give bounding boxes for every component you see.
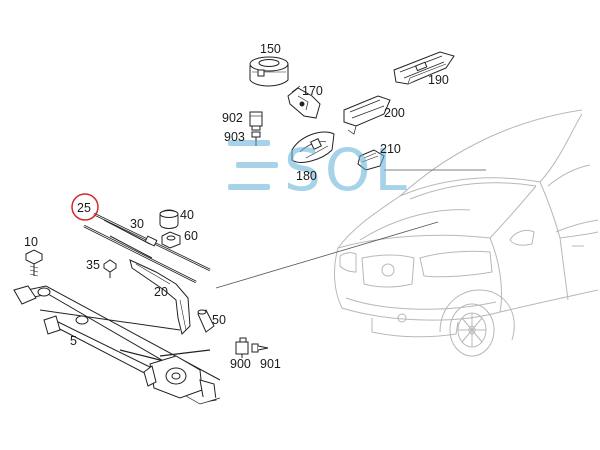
label-10: 10 [24, 235, 38, 249]
part-200-cover [343, 95, 391, 135]
part-190-cover [393, 51, 455, 85]
label-5: 5 [70, 334, 77, 348]
part-40-grommet [159, 209, 179, 229]
part-901-pin [251, 343, 269, 353]
label-210: 210 [380, 142, 401, 156]
part-170-bracket [287, 85, 321, 119]
part-60-nut [161, 231, 181, 249]
part-30-blade [93, 212, 211, 272]
label-60: 60 [184, 229, 198, 243]
highlight-ring [71, 193, 99, 221]
part-900-connector [235, 337, 249, 358]
part-10-bolt [25, 249, 43, 277]
label-40: 40 [180, 208, 194, 222]
part-25-blade [83, 224, 197, 284]
part-5-linkage [13, 285, 221, 405]
watermark-text: SOL [284, 136, 411, 204]
label-900: 900 [230, 357, 251, 371]
part-902-clip [249, 111, 263, 131]
label-50: 50 [212, 313, 226, 327]
label-30: 30 [130, 217, 144, 231]
part-210-block [357, 149, 385, 171]
label-180: 180 [296, 169, 317, 183]
part-labels: 150 170 190 902 903 200 210 180 25 30 40… [24, 42, 449, 371]
part-150-cap [249, 56, 289, 87]
label-200: 200 [384, 106, 405, 120]
part-20-arm [129, 259, 191, 335]
label-903: 903 [224, 130, 245, 144]
part-35-screw [103, 259, 117, 278]
part-180-housing [291, 131, 335, 163]
label-190: 190 [428, 73, 449, 87]
leader-lines [215, 169, 486, 289]
label-170: 170 [302, 84, 323, 98]
watermark: SOL [228, 136, 411, 204]
part-50-cap [197, 309, 215, 333]
car-outline [334, 109, 599, 357]
label-901: 901 [260, 357, 281, 371]
label-150: 150 [260, 42, 281, 56]
watermark-logo-mark [228, 140, 278, 190]
label-35: 35 [86, 258, 100, 272]
label-25: 25 [77, 201, 91, 215]
label-902: 902 [222, 111, 243, 125]
label-20: 20 [154, 285, 168, 299]
